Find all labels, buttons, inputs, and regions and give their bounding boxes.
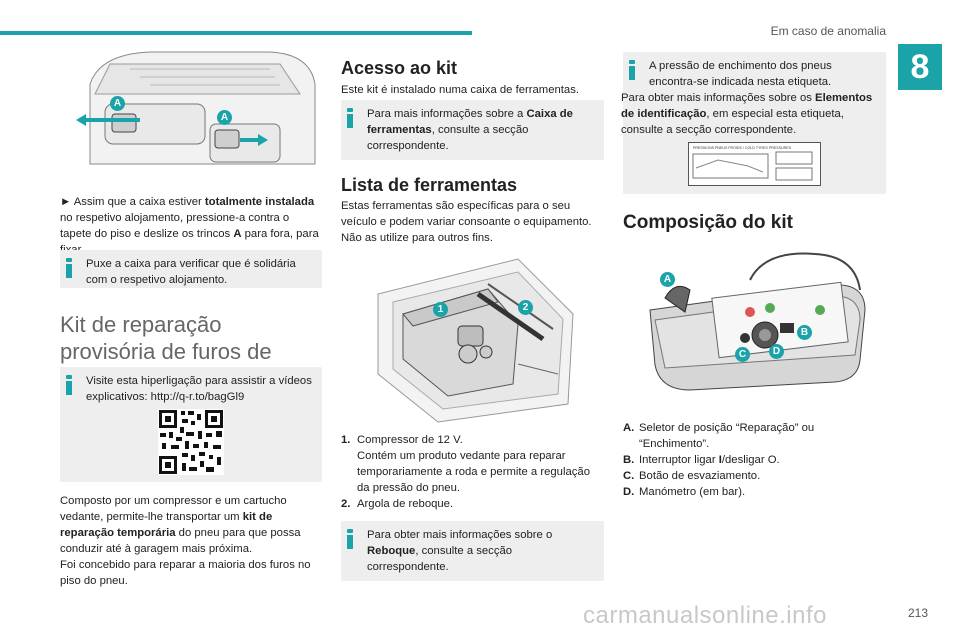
tool-list: 1. Compressor de 12 V.Contém um produto …: [341, 432, 604, 512]
info-icon: [347, 108, 353, 128]
kit-access-intro: Este kit é instalado numa caixa de ferra…: [341, 84, 579, 96]
info-icon: [347, 529, 353, 549]
list-item: C. Botão de esvaziamento.: [623, 470, 761, 482]
qr-code[interactable]: [158, 409, 224, 475]
callout-b-kit: B: [797, 325, 812, 340]
toolbox-contents-illustration: [377, 258, 574, 423]
callout-c-kit: C: [735, 347, 750, 362]
toolbox-latch-illustration: [76, 51, 316, 165]
tool-list-intro: Estas ferramentas são específicas para o…: [341, 200, 592, 244]
list-item: 2. Argola de reboque.: [341, 498, 454, 510]
install-step: ► Assim que a caixa estiver totalmente i…: [60, 196, 319, 256]
callout-d-kit: D: [769, 344, 784, 359]
info-icon: [629, 60, 635, 80]
heading-tool-list: Lista de ferramentas: [341, 175, 518, 195]
tyre-pressure-label-image: PRESSIONS PNEUS FROIDS / COLD TYRES PRES…: [688, 142, 821, 186]
compressor-illustration: [649, 252, 866, 391]
heading-kit-access: Acesso ao kit: [341, 58, 458, 78]
list-item: A. Seletor de posição “Reparação” ou “En…: [623, 422, 815, 450]
chapter-number-badge: 8: [898, 44, 942, 90]
watermark: carmanualsonline.info: [583, 602, 827, 629]
heading-kit-composition: Composição do kit: [623, 212, 793, 233]
header-accent-bar: [0, 31, 472, 35]
list-item: 1. Compressor de 12 V.Contém um produto …: [341, 434, 590, 494]
callout-a-right: A: [217, 110, 232, 125]
info-box-check-fixing: Puxe a caixa para verificar que é solidá…: [60, 250, 322, 288]
kit-description: Composto por um compressor e um cartucho…: [60, 495, 311, 587]
callout-1: 1: [433, 302, 448, 317]
callout-a-kit: A: [660, 272, 675, 287]
callout-a-left: A: [110, 96, 125, 111]
callout-2: 2: [518, 300, 533, 315]
info-icon: [66, 375, 72, 395]
kit-parts-list: A. Seletor de posição “Reparação” ou “En…: [623, 420, 886, 500]
section-title: Em caso de anomalia: [770, 24, 886, 38]
list-item: D. Manómetro (em bar).: [623, 486, 746, 498]
info-box-towing: Para obter mais informações sobre o Rebo…: [341, 521, 604, 581]
info-box-toolbox: Para mais informações sobre a Caixa de f…: [341, 100, 604, 160]
label-title-text: PRESSIONS PNEUS FROIDS / COLD TYRES PRES…: [693, 146, 792, 150]
info-icon: [66, 258, 72, 278]
list-item: B. Interruptor ligar I/desligar O.: [623, 454, 780, 466]
page-number: 213: [907, 606, 928, 620]
